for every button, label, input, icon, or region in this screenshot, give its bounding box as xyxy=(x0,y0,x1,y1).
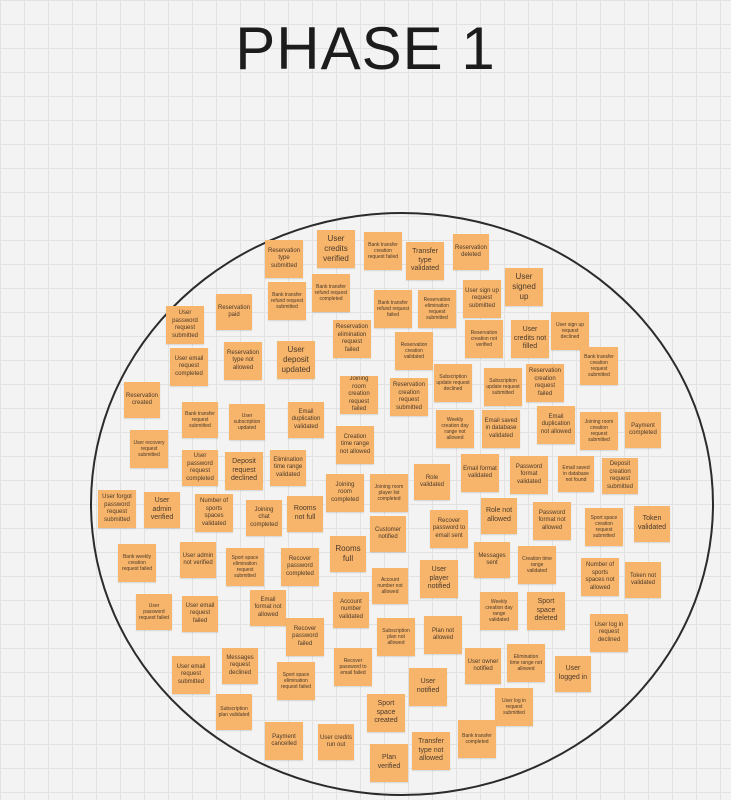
sticky-note[interactable]: User logged in xyxy=(555,656,591,692)
sticky-note[interactable]: Transfer type not allowed xyxy=(412,732,450,770)
sticky-note[interactable]: User credits verified xyxy=(317,230,355,268)
sticky-note[interactable]: Transfer type validated xyxy=(406,242,444,280)
sticky-note[interactable]: Subscription plan not allowed xyxy=(377,618,415,656)
sticky-note[interactable]: Rooms not full xyxy=(287,496,323,532)
sticky-note[interactable]: Password format validated xyxy=(510,456,548,494)
sticky-note[interactable]: Account number validated xyxy=(333,592,369,628)
sticky-note[interactable]: Password format not allowed xyxy=(533,502,571,540)
phase-circle xyxy=(90,212,714,796)
sticky-note[interactable]: Account number not allowed xyxy=(372,568,408,604)
sticky-note[interactable]: Joining room player list completed xyxy=(370,474,408,512)
sticky-note[interactable]: Joining chat completed xyxy=(246,500,282,536)
sticky-note[interactable]: User password request submitted xyxy=(166,306,204,344)
sticky-note[interactable]: Payment completed xyxy=(625,412,661,448)
sticky-note[interactable]: User log in request submitted xyxy=(495,688,533,726)
sticky-note[interactable]: User subscription updated xyxy=(229,404,265,440)
sticky-note[interactable]: User email request completed xyxy=(170,348,208,386)
sticky-note[interactable]: Bank transfer creation request failed xyxy=(364,232,402,270)
sticky-note[interactable]: Payment cancelled xyxy=(265,722,303,760)
sticky-note[interactable]: Recover password failed xyxy=(286,618,324,656)
sticky-note[interactable]: Elimination time range validated xyxy=(270,450,306,486)
sticky-note[interactable]: User credits not filled xyxy=(511,320,549,358)
sticky-note[interactable]: User forgot password request submitted xyxy=(98,490,136,528)
sticky-note[interactable]: Subscription update request submitted xyxy=(484,368,522,406)
sticky-note[interactable]: Bank weekly creation request failed xyxy=(118,544,156,582)
sticky-note[interactable]: Joining room creation request submitted xyxy=(580,412,618,450)
sticky-note[interactable]: User email request failed xyxy=(182,596,218,632)
sticky-note[interactable]: Reservation elimination request submitte… xyxy=(418,290,456,328)
sticky-note[interactable]: User owner notified xyxy=(465,648,501,684)
sticky-note[interactable]: Reservation elimination request failed xyxy=(333,320,371,358)
sticky-note[interactable]: Creation time range not allowed xyxy=(336,426,374,464)
sticky-note[interactable]: Reservation creation not verified xyxy=(465,320,503,358)
sticky-note[interactable]: Subscription update request declined xyxy=(434,364,472,402)
sticky-note[interactable]: Bank transfer refund request submitted xyxy=(268,282,306,320)
sticky-note[interactable]: Reservation deleted xyxy=(453,234,489,270)
sticky-note[interactable]: Deposit creation request submitted xyxy=(602,458,638,494)
sticky-note[interactable]: Recover password to email sent xyxy=(430,510,468,548)
sticky-note[interactable]: Creation time range validated xyxy=(518,546,556,584)
sticky-note[interactable]: User signed up xyxy=(505,268,543,306)
sticky-note[interactable]: Joining room creation request failed xyxy=(340,376,378,414)
sticky-note[interactable]: Number of sports spaces validated xyxy=(195,494,233,532)
sticky-note[interactable]: Reservation type submitted xyxy=(265,240,303,278)
sticky-note[interactable]: Bank transfer refund request completed xyxy=(312,274,350,312)
sticky-note[interactable]: Plan not allowed xyxy=(424,616,462,654)
sticky-note[interactable]: Sport space elimination request submitte… xyxy=(226,548,264,586)
sticky-note[interactable]: Sport space creation request submitted xyxy=(585,508,623,546)
sticky-note[interactable]: Deposit request declined xyxy=(225,452,263,490)
sticky-note[interactable]: Email duplication validated xyxy=(288,402,324,438)
sticky-note[interactable]: Sport space deleted xyxy=(527,592,565,630)
sticky-note[interactable]: Reservation creation validated xyxy=(395,332,433,370)
sticky-note[interactable]: Email duplication not allowed xyxy=(537,406,575,444)
sticky-note[interactable]: Role not allowed xyxy=(481,498,517,534)
board-title: PHASE 1 xyxy=(235,15,496,82)
sticky-note[interactable]: Customer notified xyxy=(370,516,406,552)
sticky-note[interactable]: Bank transfer completed xyxy=(458,720,496,758)
sticky-note[interactable]: Role validated xyxy=(414,464,450,500)
sticky-note[interactable]: Reservation paid xyxy=(216,294,252,330)
sticky-note[interactable]: Plan verified xyxy=(370,744,408,782)
sticky-note[interactable]: User log in request declined xyxy=(590,614,628,652)
sticky-note[interactable]: User player notified xyxy=(420,560,458,598)
sticky-note[interactable]: Reservation created xyxy=(124,382,160,418)
sticky-note[interactable]: Bank transfer refund request failed xyxy=(374,290,412,328)
sticky-note[interactable]: Sport space elimination request failed xyxy=(277,662,315,700)
sticky-note[interactable]: Reservation type not allowed xyxy=(224,342,262,380)
sticky-note[interactable]: Bank transfer creation request submitted xyxy=(580,347,618,385)
sticky-note[interactable]: User email request submitted xyxy=(172,656,210,694)
sticky-note[interactable]: User admin not verified xyxy=(180,542,216,578)
sticky-note[interactable]: Recover password completed xyxy=(281,548,319,586)
sticky-note[interactable]: User sign up request submitted xyxy=(463,280,501,318)
sticky-note[interactable]: User deposit updated xyxy=(277,341,315,379)
sticky-note[interactable]: Reservation creation request failed xyxy=(526,364,564,402)
sticky-note[interactable]: User recovery request submitted xyxy=(130,430,168,468)
sticky-note[interactable]: Weekly creation day range validated xyxy=(480,592,518,630)
sticky-note[interactable]: Reservation creation request submitted xyxy=(390,378,428,416)
sticky-note[interactable]: Email saved in database not found xyxy=(558,456,594,492)
sticky-note[interactable]: Joining room completed xyxy=(326,474,364,512)
sticky-note[interactable]: Token not validated xyxy=(625,562,661,598)
sticky-note[interactable]: User password request completed xyxy=(182,450,218,486)
sticky-note[interactable]: Messages request declined xyxy=(222,648,258,684)
sticky-note[interactable]: User notified xyxy=(409,668,447,706)
sticky-note[interactable]: Weekly creation day range not allowed xyxy=(436,410,474,448)
sticky-note[interactable]: Token validated xyxy=(634,506,670,542)
sticky-note[interactable]: Rooms full xyxy=(330,536,366,572)
sticky-note[interactable]: Subscription plan validated xyxy=(216,694,252,730)
sticky-note[interactable]: Email format not allowed xyxy=(250,590,286,626)
sticky-note[interactable]: Email format validated xyxy=(461,454,499,492)
sticky-note[interactable]: Email saved in database validated xyxy=(482,410,520,448)
sticky-note[interactable]: Elimination time range not allowed xyxy=(507,644,545,682)
sticky-note[interactable]: Number of sports spaces not allowed xyxy=(581,558,619,596)
sticky-note[interactable]: User credits run out xyxy=(318,724,354,760)
sticky-note[interactable]: Sport space created xyxy=(367,694,405,732)
sticky-note[interactable]: Recover password to email failed xyxy=(334,648,372,686)
sticky-note[interactable]: User sign up request declined xyxy=(551,312,589,350)
sticky-note[interactable]: User password request failed xyxy=(136,594,172,630)
sticky-note[interactable]: Bank transfer request submitted xyxy=(182,402,218,438)
sticky-note[interactable]: Messages sent xyxy=(474,542,510,578)
sticky-note[interactable]: User admin verified xyxy=(144,492,180,528)
